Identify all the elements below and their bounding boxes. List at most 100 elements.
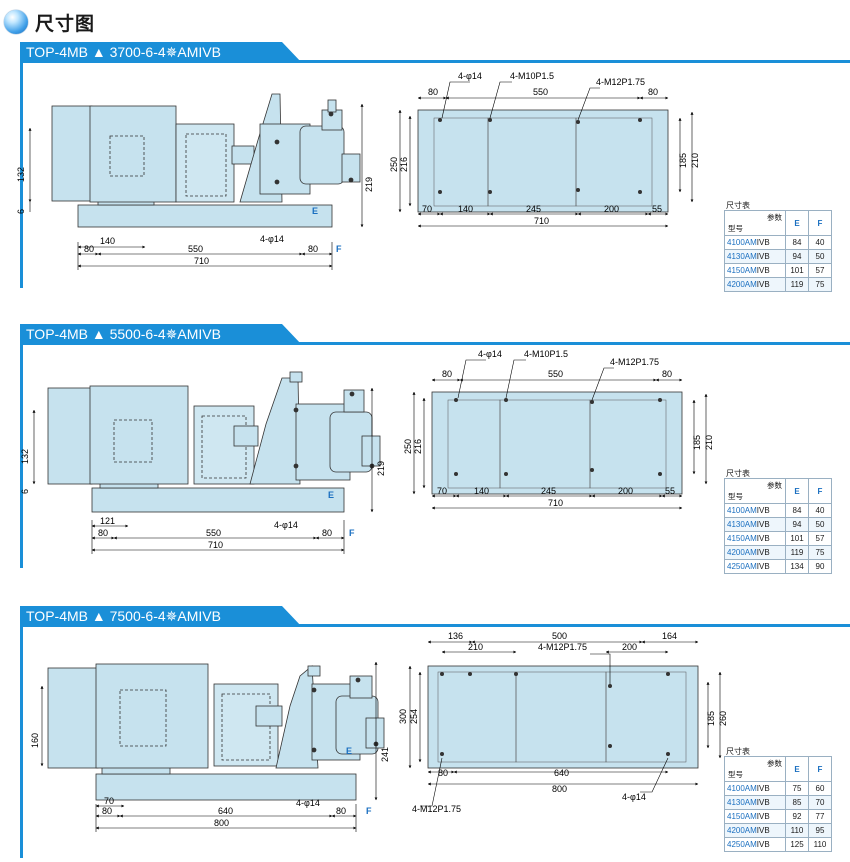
dim-185: 185: [692, 435, 702, 450]
plan-view: [417, 109, 669, 213]
motor-body: [89, 385, 189, 485]
dim-250: 250: [403, 439, 413, 454]
base-frame: [95, 773, 357, 801]
plan-dims: [408, 640, 722, 807]
spec-head-diag: 参数型号: [724, 210, 786, 236]
spec-caption: 尺寸表: [726, 747, 750, 756]
pump-bracket: [275, 665, 319, 769]
plan-dim-labels: 80 550 80 4-φ14 4-M10P1.5 4-M12P1.75 250…: [403, 349, 714, 508]
dim-216: 216: [413, 439, 423, 454]
section-banner: TOP-4MB ▲ 5500-6-4✵AMIVB: [20, 324, 850, 345]
blue-bullet-icon: [4, 10, 28, 34]
pump-head: [299, 125, 345, 185]
dim-210: 210: [468, 642, 483, 652]
dim-216: 216: [399, 157, 409, 172]
dim-80a: 80: [428, 87, 438, 97]
plan-dim-labels: 80 550 80 4-φ14 4-M10P1.5 4-M12P1.75 250…: [389, 71, 700, 226]
thread-m12: 4-M12P1.75: [538, 642, 587, 652]
dim-710: 710: [208, 540, 223, 550]
dim-e: E: [346, 746, 352, 756]
side-dim-labels: 132 6 121 80 550 80 710 4-φ14 E F 219: [20, 449, 386, 550]
hole-spec: 4-φ14: [274, 520, 298, 530]
dim-550: 550: [206, 528, 221, 538]
dim-500: 500: [552, 631, 567, 641]
drawing-3700: 132 6 140 80 550 80 710 4-φ14 E F 219: [16, 71, 700, 270]
dim-80b: 80: [336, 806, 346, 816]
col-e: E: [785, 756, 809, 782]
hole-spec: 4-φ14: [458, 71, 482, 81]
dim-200: 200: [618, 486, 633, 496]
spec-head-diag: 参数型号: [724, 756, 786, 782]
dim-710: 710: [534, 216, 549, 226]
dim-80a: 80: [102, 806, 112, 816]
dim-140: 140: [458, 204, 473, 214]
dim-550: 550: [533, 87, 548, 97]
side-dims: [40, 661, 378, 832]
section-banner: TOP-4MB ▲ 3700-6-4✵AMIVB: [20, 42, 850, 63]
plan-view: [431, 391, 683, 495]
section-rule: [20, 342, 23, 568]
dim-710: 710: [194, 256, 209, 266]
plan-dims: [398, 81, 694, 228]
dim-70: 70: [422, 204, 432, 214]
plan-dim-labels: 136 500 164 210 4-M12P1.75 200 300 254 1…: [398, 631, 728, 814]
base-frame: [77, 204, 333, 228]
side-elevation-view: [51, 93, 361, 228]
dim-300: 300: [398, 709, 408, 724]
dim-80b: 80: [662, 369, 672, 379]
section-3700: TOP-4MB ▲ 3700-6-4✵AMIVB: [0, 42, 850, 292]
base-plate: [431, 391, 683, 495]
page-title: 尺寸图: [35, 12, 96, 35]
spec-caption: 尺寸表: [726, 469, 750, 478]
col-f: F: [808, 756, 832, 782]
side-dim-labels: 132 6 140 80 550 80 710 4-φ14 E F 219: [16, 167, 374, 266]
dim-e: E: [312, 206, 318, 216]
model-banner-label: TOP-4MB ▲ 7500-6-4✵AMIVB: [26, 608, 221, 624]
dim-640: 640: [218, 806, 233, 816]
section-banner: TOP-4MB ▲ 7500-6-4✵AMIVB: [20, 606, 850, 627]
dim-800: 800: [552, 784, 567, 794]
dim-210: 210: [704, 435, 714, 450]
dim-80b: 80: [648, 87, 658, 97]
dim-219: 219: [364, 177, 374, 192]
thread-m12-bottom: 4-M12P1.75: [412, 804, 461, 814]
dim-640: 640: [554, 768, 569, 778]
col-f: F: [808, 478, 832, 504]
coupling-guard: [175, 123, 235, 203]
dim-185: 185: [678, 153, 688, 168]
dim-f: F: [336, 244, 342, 254]
model-banner-label: TOP-4MB ▲ 5500-6-4✵AMIVB: [26, 326, 221, 342]
dim-200: 200: [604, 204, 619, 214]
base-plate: [427, 665, 699, 769]
drawing-7500: 160 70 80 640 80 800 4-φ14 E F 241: [30, 631, 728, 832]
hole-spec: 4-φ14: [296, 798, 320, 808]
thread-m12: 4-M12P1.75: [596, 77, 645, 87]
dim-245: 245: [526, 204, 541, 214]
dim-132: 132: [20, 449, 30, 464]
dim-80a: 80: [442, 369, 452, 379]
motor-fan-cover: [47, 667, 99, 769]
dim-80: 80: [438, 768, 448, 778]
dim-245: 245: [541, 486, 556, 496]
side-elevation-view: [47, 371, 381, 513]
dim-f: F: [349, 528, 355, 538]
dim-f: F: [366, 806, 372, 816]
dim-80a: 80: [98, 528, 108, 538]
dim-121: 121: [100, 516, 115, 526]
dim-260: 260: [718, 711, 728, 726]
plan-dims: [412, 359, 708, 510]
dim-140: 140: [474, 486, 489, 496]
section-rule: [20, 60, 23, 288]
hole-spec: 4-φ14: [622, 792, 646, 802]
dim-6: 6: [16, 209, 26, 214]
dim-55: 55: [652, 204, 662, 214]
